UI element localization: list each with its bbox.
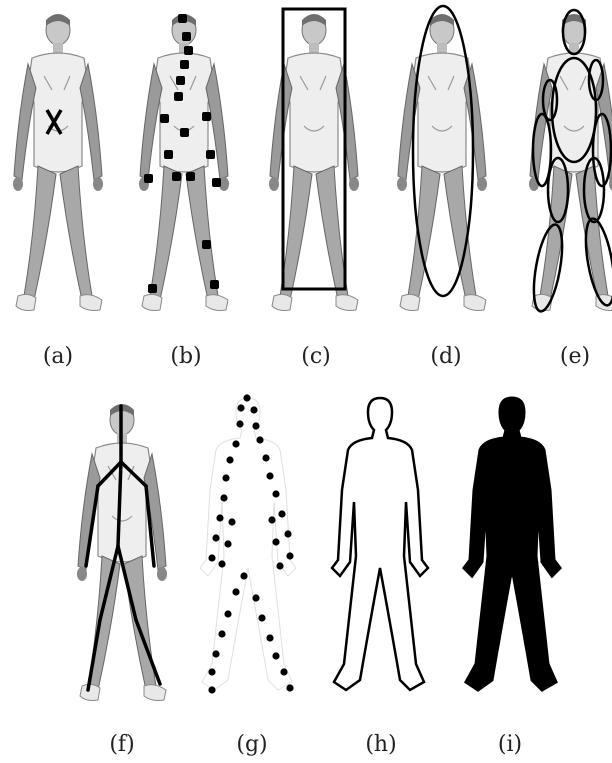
caption-b: (b) <box>156 344 216 369</box>
panel-d <box>397 6 487 311</box>
caption-g: (g) <box>222 732 282 757</box>
panel-h <box>332 398 428 690</box>
caption-e: (e) <box>545 344 605 369</box>
panel-f <box>77 404 167 701</box>
caption-a: (a) <box>28 344 88 369</box>
panel-b <box>139 14 229 311</box>
panel-a <box>13 14 103 311</box>
caption-f: (f) <box>92 732 152 757</box>
panel-c <box>269 9 359 311</box>
panel-i <box>464 398 560 690</box>
panel-g <box>200 394 296 693</box>
caption-c: (c) <box>286 344 346 369</box>
caption-h: (h) <box>351 732 411 757</box>
panel-e <box>529 10 612 313</box>
caption-d: (d) <box>416 344 476 369</box>
caption-i: (i) <box>480 732 540 757</box>
